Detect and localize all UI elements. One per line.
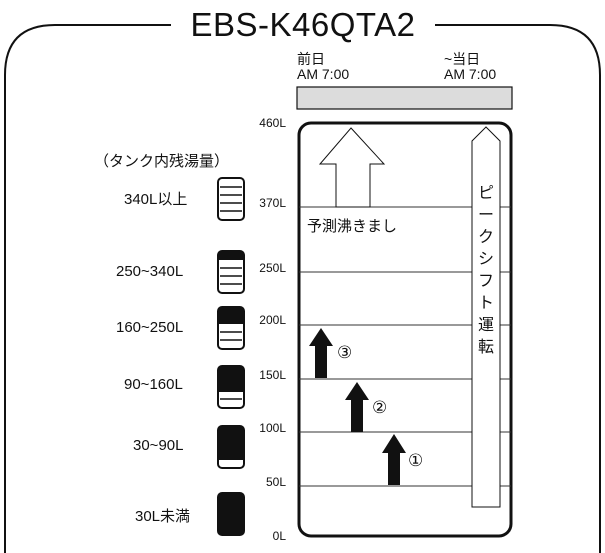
peak-shift-label: ピークシフト運転 [477, 185, 494, 356]
tick-0: 0L [272, 529, 286, 543]
end-time-label: ~当日 AM 7:00 [444, 51, 497, 82]
tick-370: 370L [259, 196, 286, 210]
step-arrow-3 [309, 328, 333, 378]
gauge-empty-icon [217, 492, 245, 536]
level-label-340-plus: 340L以上 [124, 191, 188, 208]
model-title: EBS-K46QTA2 [171, 6, 435, 44]
timeline-bar [296, 86, 513, 110]
level-label-90-160: 90~160L [124, 376, 183, 393]
peak-shift-arrow [471, 126, 501, 508]
start-time-label: 前日 AM 7:00 [297, 51, 350, 82]
tick-200: 200L [259, 313, 286, 327]
level-label-under-30: 30L未満 [135, 508, 191, 525]
gauge-full-icon [217, 177, 245, 221]
step-3-marker: ③ [337, 343, 353, 362]
gauge-90-160-icon [217, 365, 245, 409]
tank-outline [297, 121, 513, 538]
level-label-160-250: 160~250L [116, 319, 184, 336]
legend-heading: （タンク内残湯量） [94, 153, 230, 170]
step-2-marker: ② [372, 398, 388, 417]
forecast-arrow [318, 127, 386, 208]
forecast-label: 予測沸きまし [307, 218, 398, 235]
gauge-30-90-icon [217, 425, 245, 469]
tick-150: 150L [259, 368, 286, 382]
step-arrow-2 [345, 382, 369, 432]
tick-250: 250L [259, 261, 286, 275]
tick-100: 100L [259, 421, 286, 435]
gauge-250-340-icon [217, 250, 245, 294]
tick-460: 460L [259, 116, 286, 130]
level-label-250-340: 250~340L [116, 263, 184, 280]
level-label-30-90: 30~90L [133, 437, 184, 454]
step-arrow-1 [382, 434, 406, 485]
gauge-160-250-icon [217, 306, 245, 350]
step-1-marker: ① [408, 451, 424, 470]
tick-50: 50L [265, 475, 286, 489]
